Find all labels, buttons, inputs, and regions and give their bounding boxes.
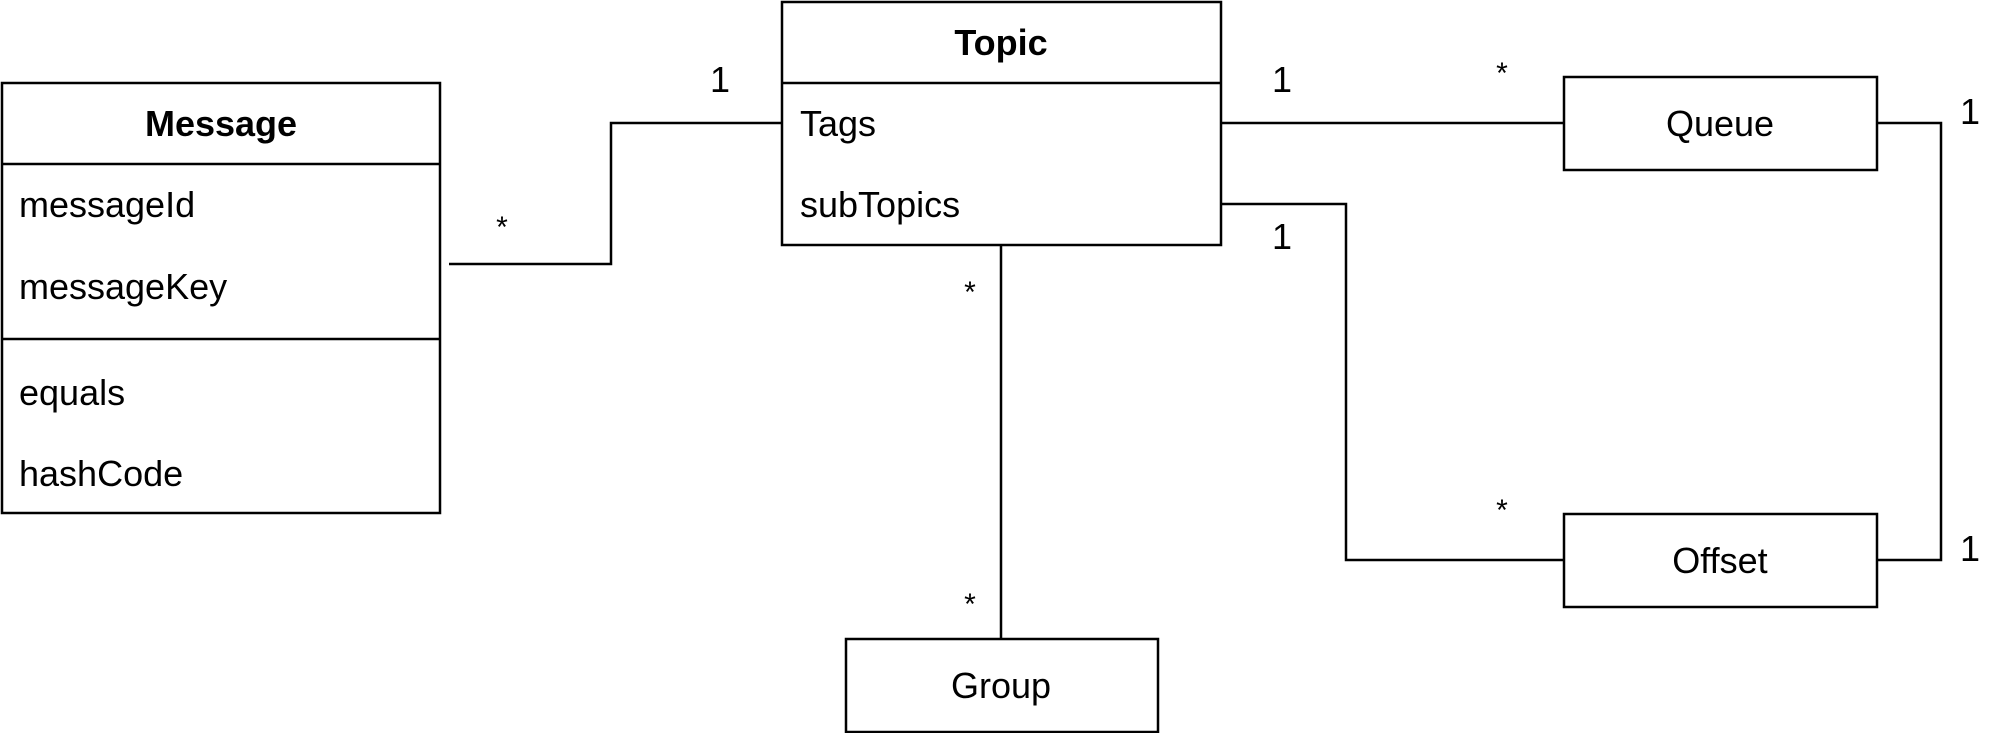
multiplicity-message-topic-topic-end: 1	[710, 59, 730, 100]
association-queue-offset[interactable]	[1877, 121, 1943, 562]
class-queue-title: Queue	[1666, 103, 1774, 144]
class-message-attribute: messageId	[19, 184, 195, 225]
class-offset-title: Offset	[1672, 540, 1767, 581]
class-message-method: equals	[19, 372, 125, 413]
multiplicity-topic-offset-offset-end: *	[1496, 494, 1508, 527]
class-queue-box	[1562, 75, 1879, 172]
multiplicity-topic-queue-topic-end: 1	[1272, 59, 1292, 100]
class-group[interactable]: Group	[844, 637, 1160, 733]
class-offset[interactable]: Offset	[1562, 512, 1879, 609]
class-message-title: Message	[145, 103, 297, 144]
class-message-attribute: messageKey	[19, 266, 227, 307]
multiplicity-queue-offset-queue-end: 1	[1960, 91, 1980, 132]
class-message-box	[0, 81, 442, 515]
association-topic-offset[interactable]	[1221, 202, 1564, 562]
class-offset-box	[1562, 512, 1879, 609]
class-group-box	[844, 637, 1160, 733]
class-message-method: hashCode	[19, 453, 183, 494]
association-message-topic[interactable]	[449, 121, 782, 266]
multiplicity-topic-group-topic-end: *	[964, 276, 976, 309]
class-topic[interactable]: Topic Tags subTopics	[780, 0, 1223, 247]
multiplicity-topic-queue-queue-end: *	[1496, 57, 1508, 90]
class-queue[interactable]: Queue	[1562, 75, 1879, 172]
class-group-title: Group	[951, 665, 1051, 706]
class-topic-title: Topic	[954, 22, 1047, 63]
class-topic-box	[780, 0, 1223, 247]
class-topic-attribute: Tags	[800, 103, 876, 144]
class-topic-attribute: subTopics	[800, 184, 960, 225]
multiplicity-message-topic-message-end: *	[496, 211, 508, 244]
class-message[interactable]: Message messageId messageKey equals hash…	[0, 81, 442, 515]
multiplicity-topic-offset-topic-end: 1	[1272, 216, 1292, 257]
multiplicity-topic-group-group-end: *	[964, 588, 976, 621]
multiplicity-queue-offset-offset-end: 1	[1960, 528, 1980, 569]
